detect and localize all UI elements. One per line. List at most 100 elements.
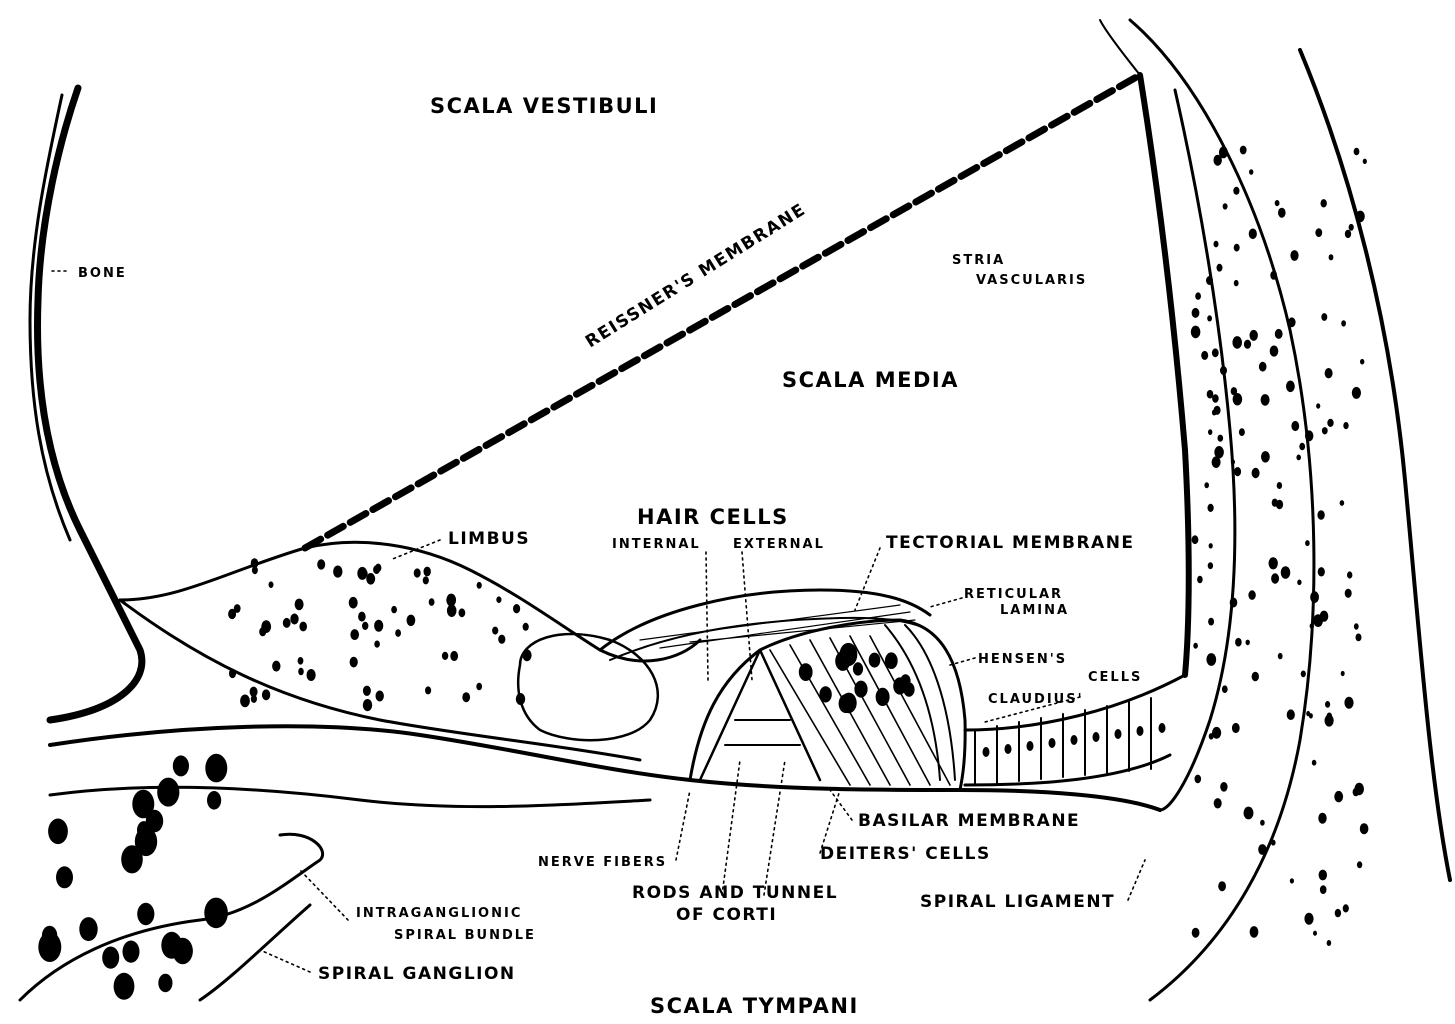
ganglion-cell	[79, 917, 97, 941]
ligament-cell	[1360, 823, 1369, 834]
claudius-cell-nucleus	[1005, 744, 1012, 754]
ganglion-cell	[102, 947, 119, 969]
ligament-cell	[1195, 775, 1202, 784]
ligament-cell	[1310, 623, 1314, 629]
ligament-cell	[1214, 241, 1219, 248]
limbus-cell	[516, 693, 525, 705]
ganglion-cell	[161, 932, 182, 959]
ligament-cell	[1271, 840, 1276, 846]
hair-cell-nucleus	[854, 681, 867, 698]
limbus-cell	[476, 683, 482, 690]
label-rods-line1: RODS AND TUNNEL	[632, 883, 838, 903]
ligament-cell	[1249, 169, 1253, 175]
ligament-cell	[1258, 844, 1266, 855]
label-scala-media: SCALA MEDIA	[782, 368, 959, 392]
ligament-cell	[1278, 653, 1283, 659]
ligament-cell	[1325, 368, 1333, 378]
ligament-cell	[1233, 393, 1243, 405]
ganglion-cell	[158, 974, 172, 992]
limbus-cell	[442, 652, 448, 660]
ligament-cell	[1341, 671, 1345, 676]
label-intraganglionic-line2: SPIRAL BUNDLE	[394, 928, 536, 943]
ligament-cell	[1329, 254, 1334, 260]
ligament-cell	[1204, 482, 1209, 488]
ligament-cell	[1223, 203, 1228, 209]
ligament-cell	[1272, 499, 1278, 507]
ligament-cell	[1208, 562, 1213, 569]
ligament-cell	[1250, 330, 1258, 341]
ligament-cell	[1234, 280, 1239, 286]
ligament-cell	[1220, 366, 1227, 375]
ligament-cell	[1270, 346, 1279, 357]
ligament-cell	[1343, 904, 1349, 912]
ligament-cell	[1313, 931, 1317, 936]
ganglion-cell	[173, 755, 189, 776]
limbus-cell	[366, 573, 375, 585]
ligament-cell	[1269, 557, 1278, 569]
ligament-cell	[1214, 155, 1222, 166]
ligament-cell	[1360, 359, 1364, 365]
ligament-cell	[1248, 590, 1255, 600]
limbus-cell	[374, 641, 380, 648]
limbus-cell	[373, 565, 380, 574]
ligament-cell	[1212, 394, 1219, 403]
ganglion-cell	[157, 778, 179, 807]
limbus-cell	[395, 629, 401, 637]
label-stria-line1: STRIA	[952, 253, 1005, 268]
ganglion-cell	[38, 932, 61, 962]
label-internal: INTERNAL	[612, 537, 701, 552]
ligament-cell	[1304, 913, 1313, 925]
limbus-cell	[358, 612, 366, 622]
ligament-cell	[1287, 709, 1295, 720]
limbus-cell	[259, 627, 266, 636]
claudius-cells	[975, 698, 1166, 785]
limbus-cell	[307, 669, 316, 681]
ligament-cell	[1321, 199, 1327, 207]
label-bone: BONE	[78, 266, 127, 281]
ligament-cell	[1191, 326, 1201, 339]
ganglion-cell	[137, 903, 154, 925]
limbus-cell	[376, 691, 384, 702]
limbus-cell	[262, 689, 270, 700]
ligament-cell	[1320, 885, 1327, 894]
ligament-cell	[1356, 211, 1365, 223]
ligament-cell	[1206, 276, 1213, 285]
ligament-cell	[1306, 711, 1310, 716]
ligament-cell	[1244, 807, 1254, 820]
ligament-cell	[1334, 791, 1343, 802]
ligament-cell	[1201, 351, 1208, 360]
ganglion-cell	[146, 810, 163, 833]
hair-cell-nucleus	[819, 686, 831, 702]
label-scala-vestibuli: SCALA VESTIBULI	[430, 94, 658, 118]
ligament-cell	[1220, 782, 1227, 792]
limbus-cell	[498, 635, 505, 644]
ligament-cell	[1315, 228, 1322, 237]
ligament-cell	[1235, 638, 1242, 647]
ganglion-cell	[205, 754, 227, 783]
ligament-cell	[1222, 685, 1228, 693]
limbus-cell	[240, 695, 250, 708]
ligament-cell	[1281, 566, 1291, 579]
ligament-cell	[1277, 482, 1282, 489]
ligament-cell	[1271, 573, 1279, 583]
limbus-cell	[229, 669, 236, 678]
ligament-cell	[1239, 428, 1245, 436]
ligament-cell	[1352, 387, 1361, 399]
ligament-cell	[1244, 340, 1251, 349]
limbus-cell	[333, 566, 342, 578]
ligament-cell	[1240, 146, 1247, 155]
limbus-cell	[477, 582, 482, 589]
ligament-cell	[1322, 427, 1328, 434]
ganglion-cell	[207, 791, 221, 810]
limbus-cell	[251, 695, 257, 703]
limbus-cell	[295, 599, 304, 611]
ligament-cell	[1345, 230, 1351, 238]
ligament-cell	[1261, 451, 1270, 462]
limbus-cell	[269, 581, 274, 588]
hair-cell-nucleus	[799, 663, 813, 681]
limbus-cell	[374, 620, 383, 632]
label-spiral-ligament: SPIRAL LIGAMENT	[920, 892, 1115, 912]
ligament-cell	[1250, 926, 1259, 938]
hair-cell-nucleus	[885, 652, 898, 669]
